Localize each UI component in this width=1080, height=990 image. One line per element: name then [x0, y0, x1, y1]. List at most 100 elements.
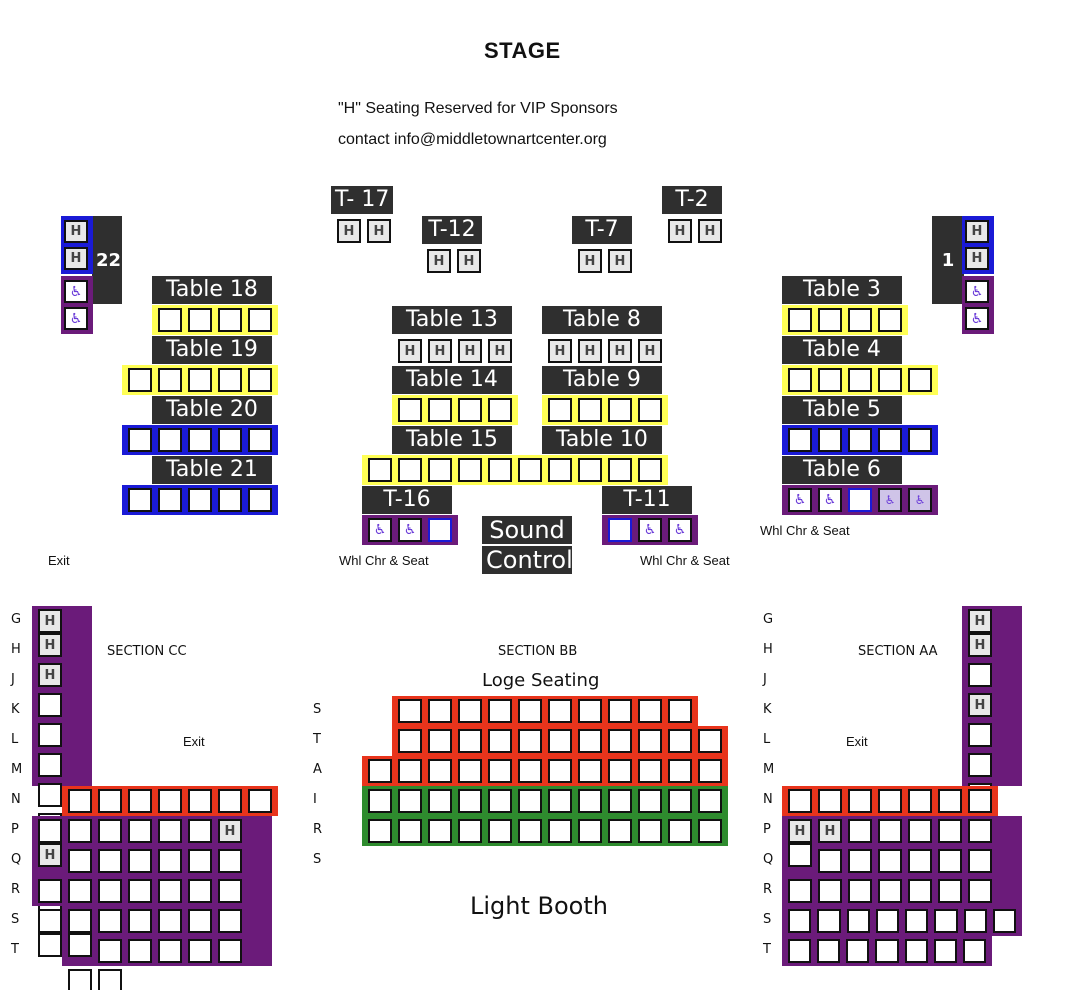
seat[interactable]: [788, 368, 812, 392]
seat[interactable]: [548, 759, 572, 783]
seat[interactable]: [875, 939, 899, 963]
seat[interactable]: [428, 819, 452, 843]
wheelchair-seat[interactable]: ♿: [965, 280, 989, 303]
seat[interactable]: [428, 518, 452, 542]
seat[interactable]: [638, 729, 662, 753]
seat[interactable]: [992, 909, 1016, 933]
seat[interactable]: [938, 849, 962, 873]
seat[interactable]: [905, 909, 929, 933]
seat[interactable]: [908, 368, 932, 392]
seat[interactable]: [128, 488, 152, 512]
seat[interactable]: [848, 368, 872, 392]
seat[interactable]: [38, 879, 62, 903]
seat[interactable]: [934, 909, 958, 933]
vip-seat[interactable]: H: [818, 819, 842, 843]
vip-seat[interactable]: H: [458, 339, 482, 363]
seat[interactable]: [878, 879, 902, 903]
seat[interactable]: [368, 458, 392, 482]
seat[interactable]: [398, 759, 422, 783]
seat[interactable]: [398, 729, 422, 753]
seat[interactable]: [188, 368, 212, 392]
seat[interactable]: [848, 849, 872, 873]
seat[interactable]: [698, 759, 722, 783]
seat[interactable]: [458, 398, 482, 422]
seat[interactable]: [218, 428, 242, 452]
seat[interactable]: [218, 909, 242, 933]
seat[interactable]: [878, 368, 902, 392]
seat[interactable]: [458, 699, 482, 723]
seat[interactable]: [158, 428, 182, 452]
seat[interactable]: [788, 843, 812, 867]
seat[interactable]: [638, 699, 662, 723]
seat[interactable]: [38, 753, 62, 777]
vip-seat[interactable]: H: [698, 219, 722, 243]
seat[interactable]: [458, 458, 482, 482]
seat[interactable]: [398, 398, 422, 422]
wheelchair-seat[interactable]: ♿: [64, 280, 88, 303]
seat[interactable]: [788, 308, 812, 332]
seat[interactable]: [848, 879, 872, 903]
seat[interactable]: [38, 693, 62, 717]
seat[interactable]: [248, 368, 272, 392]
wheelchair-seat[interactable]: ♿: [908, 488, 932, 512]
seat[interactable]: [188, 909, 212, 933]
seat[interactable]: [38, 723, 62, 747]
seat[interactable]: [98, 819, 122, 843]
seat[interactable]: [848, 819, 872, 843]
wheelchair-seat[interactable]: ♿: [638, 518, 662, 542]
seat[interactable]: [158, 488, 182, 512]
seat[interactable]: [188, 819, 212, 843]
seat[interactable]: [98, 879, 122, 903]
seat[interactable]: [608, 699, 632, 723]
seat[interactable]: [698, 729, 722, 753]
seat[interactable]: [368, 759, 392, 783]
seat[interactable]: [128, 368, 152, 392]
seat[interactable]: [98, 969, 122, 990]
seat[interactable]: [638, 819, 662, 843]
seat[interactable]: [488, 699, 512, 723]
seat[interactable]: [398, 819, 422, 843]
seat[interactable]: [458, 729, 482, 753]
vip-seat[interactable]: H: [457, 249, 481, 273]
seat[interactable]: [68, 819, 92, 843]
vip-seat[interactable]: H: [968, 609, 992, 633]
vip-seat[interactable]: H: [218, 819, 242, 843]
vip-seat[interactable]: H: [488, 339, 512, 363]
seat[interactable]: [98, 849, 122, 873]
seat[interactable]: [638, 458, 662, 482]
wheelchair-seat[interactable]: ♿: [788, 488, 812, 512]
seat[interactable]: [68, 933, 92, 957]
seat[interactable]: [428, 458, 452, 482]
seat[interactable]: [368, 789, 392, 813]
vip-seat[interactable]: H: [38, 609, 62, 633]
seat[interactable]: [608, 819, 632, 843]
seat[interactable]: [578, 819, 602, 843]
seat[interactable]: [188, 308, 212, 332]
seat[interactable]: [458, 789, 482, 813]
seat[interactable]: [188, 789, 212, 813]
seat[interactable]: [848, 308, 872, 332]
seat[interactable]: [158, 939, 182, 963]
seat[interactable]: [904, 939, 928, 963]
seat[interactable]: [846, 909, 870, 933]
seat[interactable]: [968, 819, 992, 843]
vip-seat[interactable]: H: [38, 843, 62, 867]
seat[interactable]: [398, 699, 422, 723]
seat[interactable]: [188, 939, 212, 963]
seat[interactable]: [908, 849, 932, 873]
seat[interactable]: [248, 488, 272, 512]
seat[interactable]: [818, 849, 842, 873]
vip-seat[interactable]: H: [337, 219, 361, 243]
seat[interactable]: [428, 699, 452, 723]
seat[interactable]: [698, 789, 722, 813]
seat[interactable]: [846, 939, 870, 963]
vip-seat[interactable]: H: [427, 249, 451, 273]
seat[interactable]: [458, 759, 482, 783]
seat[interactable]: [668, 699, 692, 723]
seat[interactable]: [38, 783, 62, 807]
seat[interactable]: [488, 789, 512, 813]
vip-seat[interactable]: H: [965, 220, 989, 243]
seat[interactable]: [128, 819, 152, 843]
seat[interactable]: [788, 939, 812, 963]
seat[interactable]: [668, 729, 692, 753]
